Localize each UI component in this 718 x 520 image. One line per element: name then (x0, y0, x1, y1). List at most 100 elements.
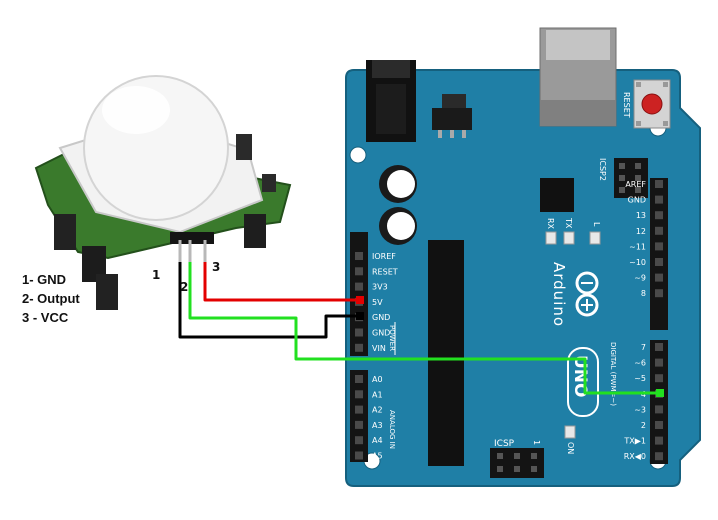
analog-pin-socket (355, 420, 363, 429)
led-l-label: L (592, 222, 601, 227)
power-header (350, 232, 368, 356)
top-right-pin-label: ~9 (634, 274, 646, 283)
digital-pin-label: 2 (641, 421, 646, 430)
analog-pin-label: A4 (372, 436, 383, 445)
top-right-pin-label: ~10 (629, 258, 646, 267)
top-right-pin-socket (655, 258, 663, 266)
power-header-title: POWER (388, 325, 396, 351)
digital-pin-socket (655, 343, 663, 351)
digital-pin-label: ~6 (634, 359, 646, 368)
power-pin-socket (355, 252, 363, 260)
power-pin-socket (355, 282, 363, 291)
wire-vcc (203, 262, 360, 302)
regulator-icon (432, 94, 472, 138)
pin-legend: 1- GND 2- Output 3 - VCC (22, 270, 80, 327)
analog-pin-socket (355, 375, 363, 383)
sensor-component-icon (54, 134, 276, 310)
digital-pin-socket (655, 452, 663, 461)
legend-item-output: 2- Output (22, 291, 80, 306)
digital-pin-label: ~5 (634, 374, 646, 383)
power-pin-socket (355, 328, 363, 337)
sensor-pin-1-label: 1 (152, 268, 160, 282)
sensor-pin-3-label: 3 (212, 260, 220, 274)
top-right-pin-socket (655, 226, 663, 235)
reset-label: RESET (622, 92, 631, 118)
analog-pin-socket (355, 436, 363, 445)
pir-sensor: 1 2 3 (34, 75, 292, 310)
wire-output-end (656, 389, 664, 397)
usb-connector-icon (539, 27, 617, 127)
top-right-pin-socket (655, 273, 663, 282)
led-tx-label: TX (564, 217, 573, 229)
top-right-pin-socket (655, 211, 663, 220)
digital-pin-label: ~3 (634, 405, 646, 414)
analog-pin-socket (355, 451, 363, 460)
power-pin-socket (355, 343, 363, 352)
digital-pin-socket (655, 421, 663, 429)
mount-hole (349, 146, 367, 164)
top-right-pin-label: AREF (625, 180, 646, 189)
top-right-pin-label: 8 (641, 289, 646, 298)
analog-pin-label: A2 (372, 406, 383, 415)
top-right-pin-socket (655, 242, 663, 251)
power-pin-label: GND (372, 313, 390, 322)
icsp2-label: ICSP2 (598, 158, 607, 181)
digital-pin-socket (655, 436, 663, 445)
reset-button[interactable] (633, 79, 671, 129)
digital-pin-label: 7 (641, 343, 646, 352)
brand-label: Arduino (550, 262, 568, 327)
icsp2-header (614, 158, 648, 198)
legend-item-vcc: 3 - VCC (22, 310, 69, 325)
digital-header (650, 340, 668, 464)
led-on-icon (564, 425, 576, 439)
digital-pin-label: RX◀0 (624, 452, 646, 461)
digital-pin-label: TX▶1 (623, 437, 646, 446)
power-pin-label: 3V3 (372, 283, 388, 292)
wire-vcc-end (356, 296, 364, 304)
digital-pin-socket (655, 374, 663, 383)
analog-pin-socket (355, 405, 363, 414)
microcontroller-chip (428, 240, 464, 466)
led-tx-icon (563, 231, 575, 245)
dome-highlight (102, 86, 170, 134)
power-pin-socket (355, 267, 363, 276)
on-label: ON (566, 442, 575, 454)
top-right-pin-label: 12 (636, 227, 646, 236)
analog-pin-label: A5 (372, 452, 383, 461)
top-right-pin-label: ~11 (629, 242, 646, 251)
analog-pin-socket (355, 390, 363, 399)
power-pin-label: VIN (372, 344, 386, 353)
led-rx-label: RX (546, 218, 555, 230)
digital-pin-socket (655, 358, 663, 367)
wire-gnd (178, 262, 360, 339)
analog-header-title: ANALOG IN (388, 410, 396, 449)
power-pin-label: GND (372, 329, 390, 338)
top-right-pin-socket (655, 195, 663, 204)
icsp-label: ICSP (494, 439, 515, 449)
digital-pin-socket (655, 405, 663, 414)
wire-output (188, 262, 660, 395)
icsp-header (490, 448, 544, 478)
power-pin-label: IOREF (372, 252, 396, 261)
top-right-pin-socket (655, 289, 663, 298)
top-right-pin-label: GND (628, 196, 646, 205)
arduino-board: RESET ICSP2 RX TX L Arduino (345, 27, 701, 487)
sensor-pin-header (170, 232, 214, 244)
capacitor-icon (379, 165, 417, 245)
legend-item-gnd: 1- GND (22, 272, 67, 287)
led-l-icon (589, 231, 601, 245)
power-pin-label: RESET (372, 267, 398, 276)
analog-pin-label: A3 (372, 421, 383, 430)
wires (178, 262, 664, 397)
arduino-logo-icon (575, 271, 599, 317)
analog-header (350, 370, 368, 462)
digital-header-title: DIGITAL (PWM=~) (609, 342, 617, 406)
power-jack-icon (366, 60, 416, 142)
power-pin-label: 5V (372, 298, 383, 307)
icsp-pin1-label: 1 (532, 440, 541, 445)
wire-gnd-end (356, 312, 364, 320)
